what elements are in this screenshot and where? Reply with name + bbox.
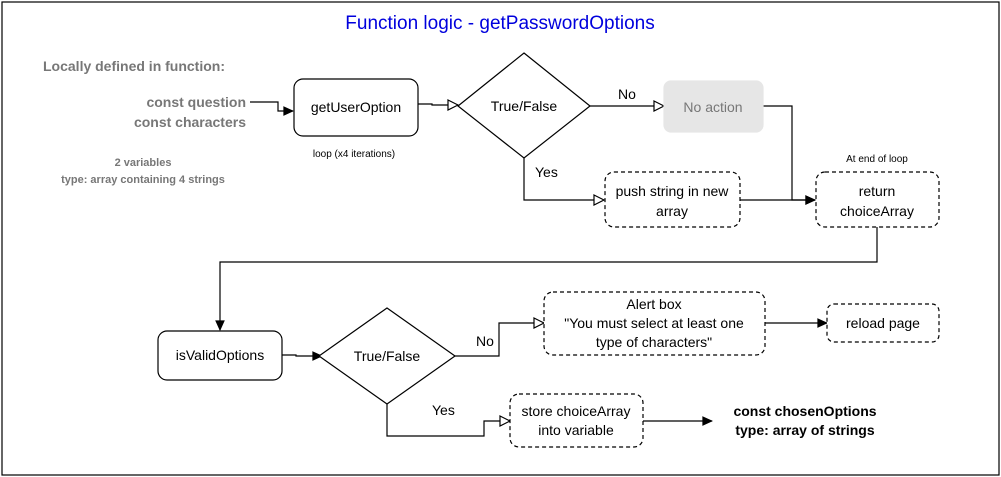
node-is-valid-options-label: isValidOptions xyxy=(176,347,264,363)
edge-label-yes-1: Yes xyxy=(535,164,558,180)
node-no-action-label: No action xyxy=(683,99,742,115)
node-alert-line2: "You must select at least one xyxy=(564,315,744,331)
result-const-chosen-options: const chosenOptions xyxy=(733,403,876,419)
node-return-choice-array xyxy=(815,171,940,228)
node-decision-1-label: True/False xyxy=(491,98,558,114)
edge-consts-to-getuseroption xyxy=(250,101,293,111)
edge-label-no-2: No xyxy=(476,333,494,349)
edge-decision1-yes xyxy=(523,158,604,200)
note-const-characters: const characters xyxy=(134,114,246,130)
note-const-question: const question xyxy=(146,94,246,110)
node-no-action xyxy=(663,80,764,133)
edge-decision2-no xyxy=(455,323,544,357)
node-get-user-option xyxy=(293,78,419,137)
node-alert-line3: type of characters" xyxy=(596,334,712,350)
note-variables-count: 2 variables xyxy=(115,157,172,169)
node-decision-1 xyxy=(457,52,591,159)
edge-isvalid-to-decision2 xyxy=(282,355,322,356)
edges xyxy=(220,101,878,437)
node-return-line2: choiceArray xyxy=(840,203,914,219)
node-is-valid-options xyxy=(157,330,283,381)
node-store-line2: into variable xyxy=(538,422,614,438)
edge-label-no-1: No xyxy=(618,86,636,102)
diagram-title: Function logic - getPasswordOptions xyxy=(345,13,654,34)
node-push-string-line2: array xyxy=(656,203,688,219)
node-return-line1: return xyxy=(859,183,896,199)
edge-decision2-yes xyxy=(386,404,510,437)
note-variables-type: type: array containing 4 strings xyxy=(61,174,225,186)
node-decision-2-label: True/False xyxy=(354,348,421,364)
note-end-of-loop: At end of loop xyxy=(846,154,908,165)
node-decision-2 xyxy=(317,307,457,405)
node-push-string xyxy=(604,171,741,228)
edge-return-to-isvalid xyxy=(220,227,878,330)
note-loop: loop (x4 iterations) xyxy=(313,149,395,160)
node-alert-line1: Alert box xyxy=(626,296,681,312)
edge-getuseroption-to-decision1 xyxy=(418,104,458,105)
node-store-choice-array xyxy=(509,393,644,448)
node-store-line1: store choiceArray xyxy=(522,403,631,419)
edge-label-yes-2: Yes xyxy=(432,402,455,418)
node-reload-page-label: reload page xyxy=(846,315,920,331)
node-push-string-line1: push string in new xyxy=(616,183,730,199)
note-locally-defined: Locally defined in function: xyxy=(43,58,225,74)
node-get-user-option-label: getUserOption xyxy=(311,99,401,115)
node-alert-box xyxy=(543,291,766,356)
result-type: type: array of strings xyxy=(735,422,874,438)
node-reload-page xyxy=(826,303,940,343)
